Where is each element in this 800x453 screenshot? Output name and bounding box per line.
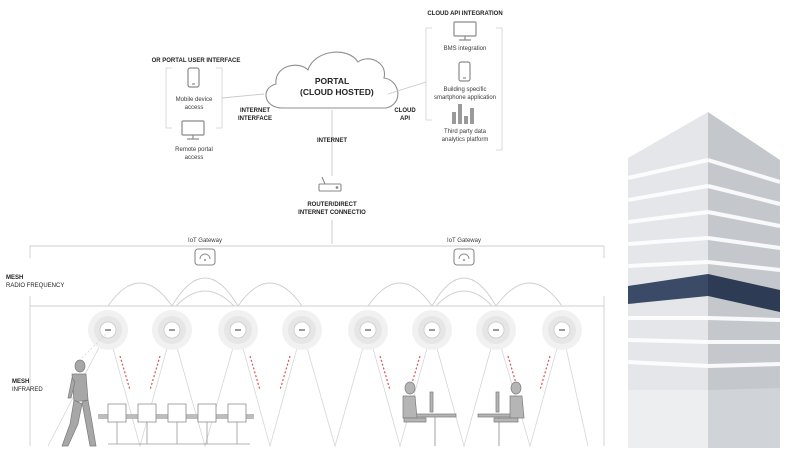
sensor-nodes xyxy=(88,310,582,350)
portal-user-interface-box xyxy=(165,67,223,140)
iot-gateway-label-left: IoT Gateway xyxy=(188,238,222,244)
mesh-ir-label: MESH INFRARED xyxy=(12,378,62,394)
sensor-node xyxy=(218,310,258,350)
sensor-node xyxy=(152,310,192,350)
mobile-device-label: Mobile device access xyxy=(166,96,222,112)
infrared-beam xyxy=(119,355,131,391)
iot-gateway-devices xyxy=(194,248,475,266)
infrared-beams xyxy=(119,355,551,391)
mobile-device-icon xyxy=(187,67,200,88)
analytics-label: Third party data analytics platform xyxy=(430,128,500,144)
cloud-api-line2: API xyxy=(399,116,410,122)
office-desks-with-workers xyxy=(402,381,525,446)
sensor-node xyxy=(412,310,452,350)
internet-interface-line2: INTERFACE xyxy=(237,116,272,122)
infrared-beam xyxy=(149,355,161,391)
mesh-rf-line2: RADIO FREQUENCY xyxy=(6,283,65,289)
cloud-api-integration-box xyxy=(425,21,503,151)
internet-interface-line1: INTERNET xyxy=(240,108,270,114)
cloud-api-line1: CLOUD xyxy=(394,108,416,114)
sensor-node xyxy=(348,310,388,350)
app-line1: Building specific xyxy=(443,87,487,93)
sensor-node xyxy=(476,310,516,350)
infrared-beam xyxy=(279,355,291,391)
internet-interface-label: INTERNET INTERFACE xyxy=(234,107,276,123)
router-line1: ROUTER/DIRECT xyxy=(307,202,357,208)
iot-gateway-label-right: IoT Gateway xyxy=(447,238,481,244)
portal-line1: PORTAL xyxy=(314,76,350,86)
remote-portal-monitor-icon xyxy=(181,120,205,140)
sensor-node xyxy=(88,310,128,350)
remote-portal-label: Remote portal access xyxy=(166,146,222,162)
cloud-api-label: CLOUD API xyxy=(390,107,420,123)
smartphone-app-icon xyxy=(458,61,471,82)
analytics-line2: analytics platform xyxy=(441,137,489,143)
portal-cloud-shape xyxy=(265,51,399,109)
smartphone-app-label: Building specific smartphone application xyxy=(428,86,502,102)
bms-monitor-icon xyxy=(453,21,477,41)
mobile-line2: access xyxy=(184,105,204,111)
portal-line2: (CLOUD HOSTED) xyxy=(300,87,374,97)
remote-line1: Remote portal xyxy=(175,147,213,153)
connection-lines xyxy=(221,81,427,244)
cloud-api-integration-title: CLOUD API INTEGRATION xyxy=(427,11,503,17)
mesh-rf-label: MESH RADIO FREQUENCY xyxy=(6,274,76,290)
sensor-node xyxy=(542,310,582,350)
router-icon xyxy=(318,176,342,192)
radio-frequency-arcs xyxy=(107,277,563,307)
portal-title: PORTAL (CLOUD HOSTED) xyxy=(300,76,374,98)
mobile-line1: Mobile device xyxy=(175,97,213,103)
sensor-node xyxy=(282,310,322,350)
conference-table-with-chairs xyxy=(98,403,254,445)
mesh-rf-line1: MESH xyxy=(6,275,24,281)
mesh-ir-line1: MESH xyxy=(12,379,30,385)
router-label: ROUTER/DIRECT INTERNET CONNECTIO xyxy=(290,201,374,217)
infrared-zigzag-lines xyxy=(47,328,589,448)
infrared-beam xyxy=(379,355,391,391)
app-line2: smartphone application xyxy=(433,95,497,101)
router-line2: INTERNET CONNECTIO xyxy=(298,210,366,216)
bms-label: BMS integration xyxy=(443,46,487,52)
analytics-chart-icon xyxy=(452,104,474,124)
mesh-ir-line2: INFRARED xyxy=(12,387,43,393)
building-illustration xyxy=(627,112,781,448)
infrared-beam xyxy=(249,355,261,391)
infrared-beam xyxy=(539,355,551,391)
internet-label: INTERNET xyxy=(317,138,347,144)
portal-ui-title: OR PORTAL USER INTERFACE xyxy=(151,58,241,64)
walking-person-figure xyxy=(61,331,109,447)
mesh-frame xyxy=(29,245,605,446)
remote-line2: access xyxy=(184,155,204,161)
analytics-line1: Third party data xyxy=(443,129,487,135)
